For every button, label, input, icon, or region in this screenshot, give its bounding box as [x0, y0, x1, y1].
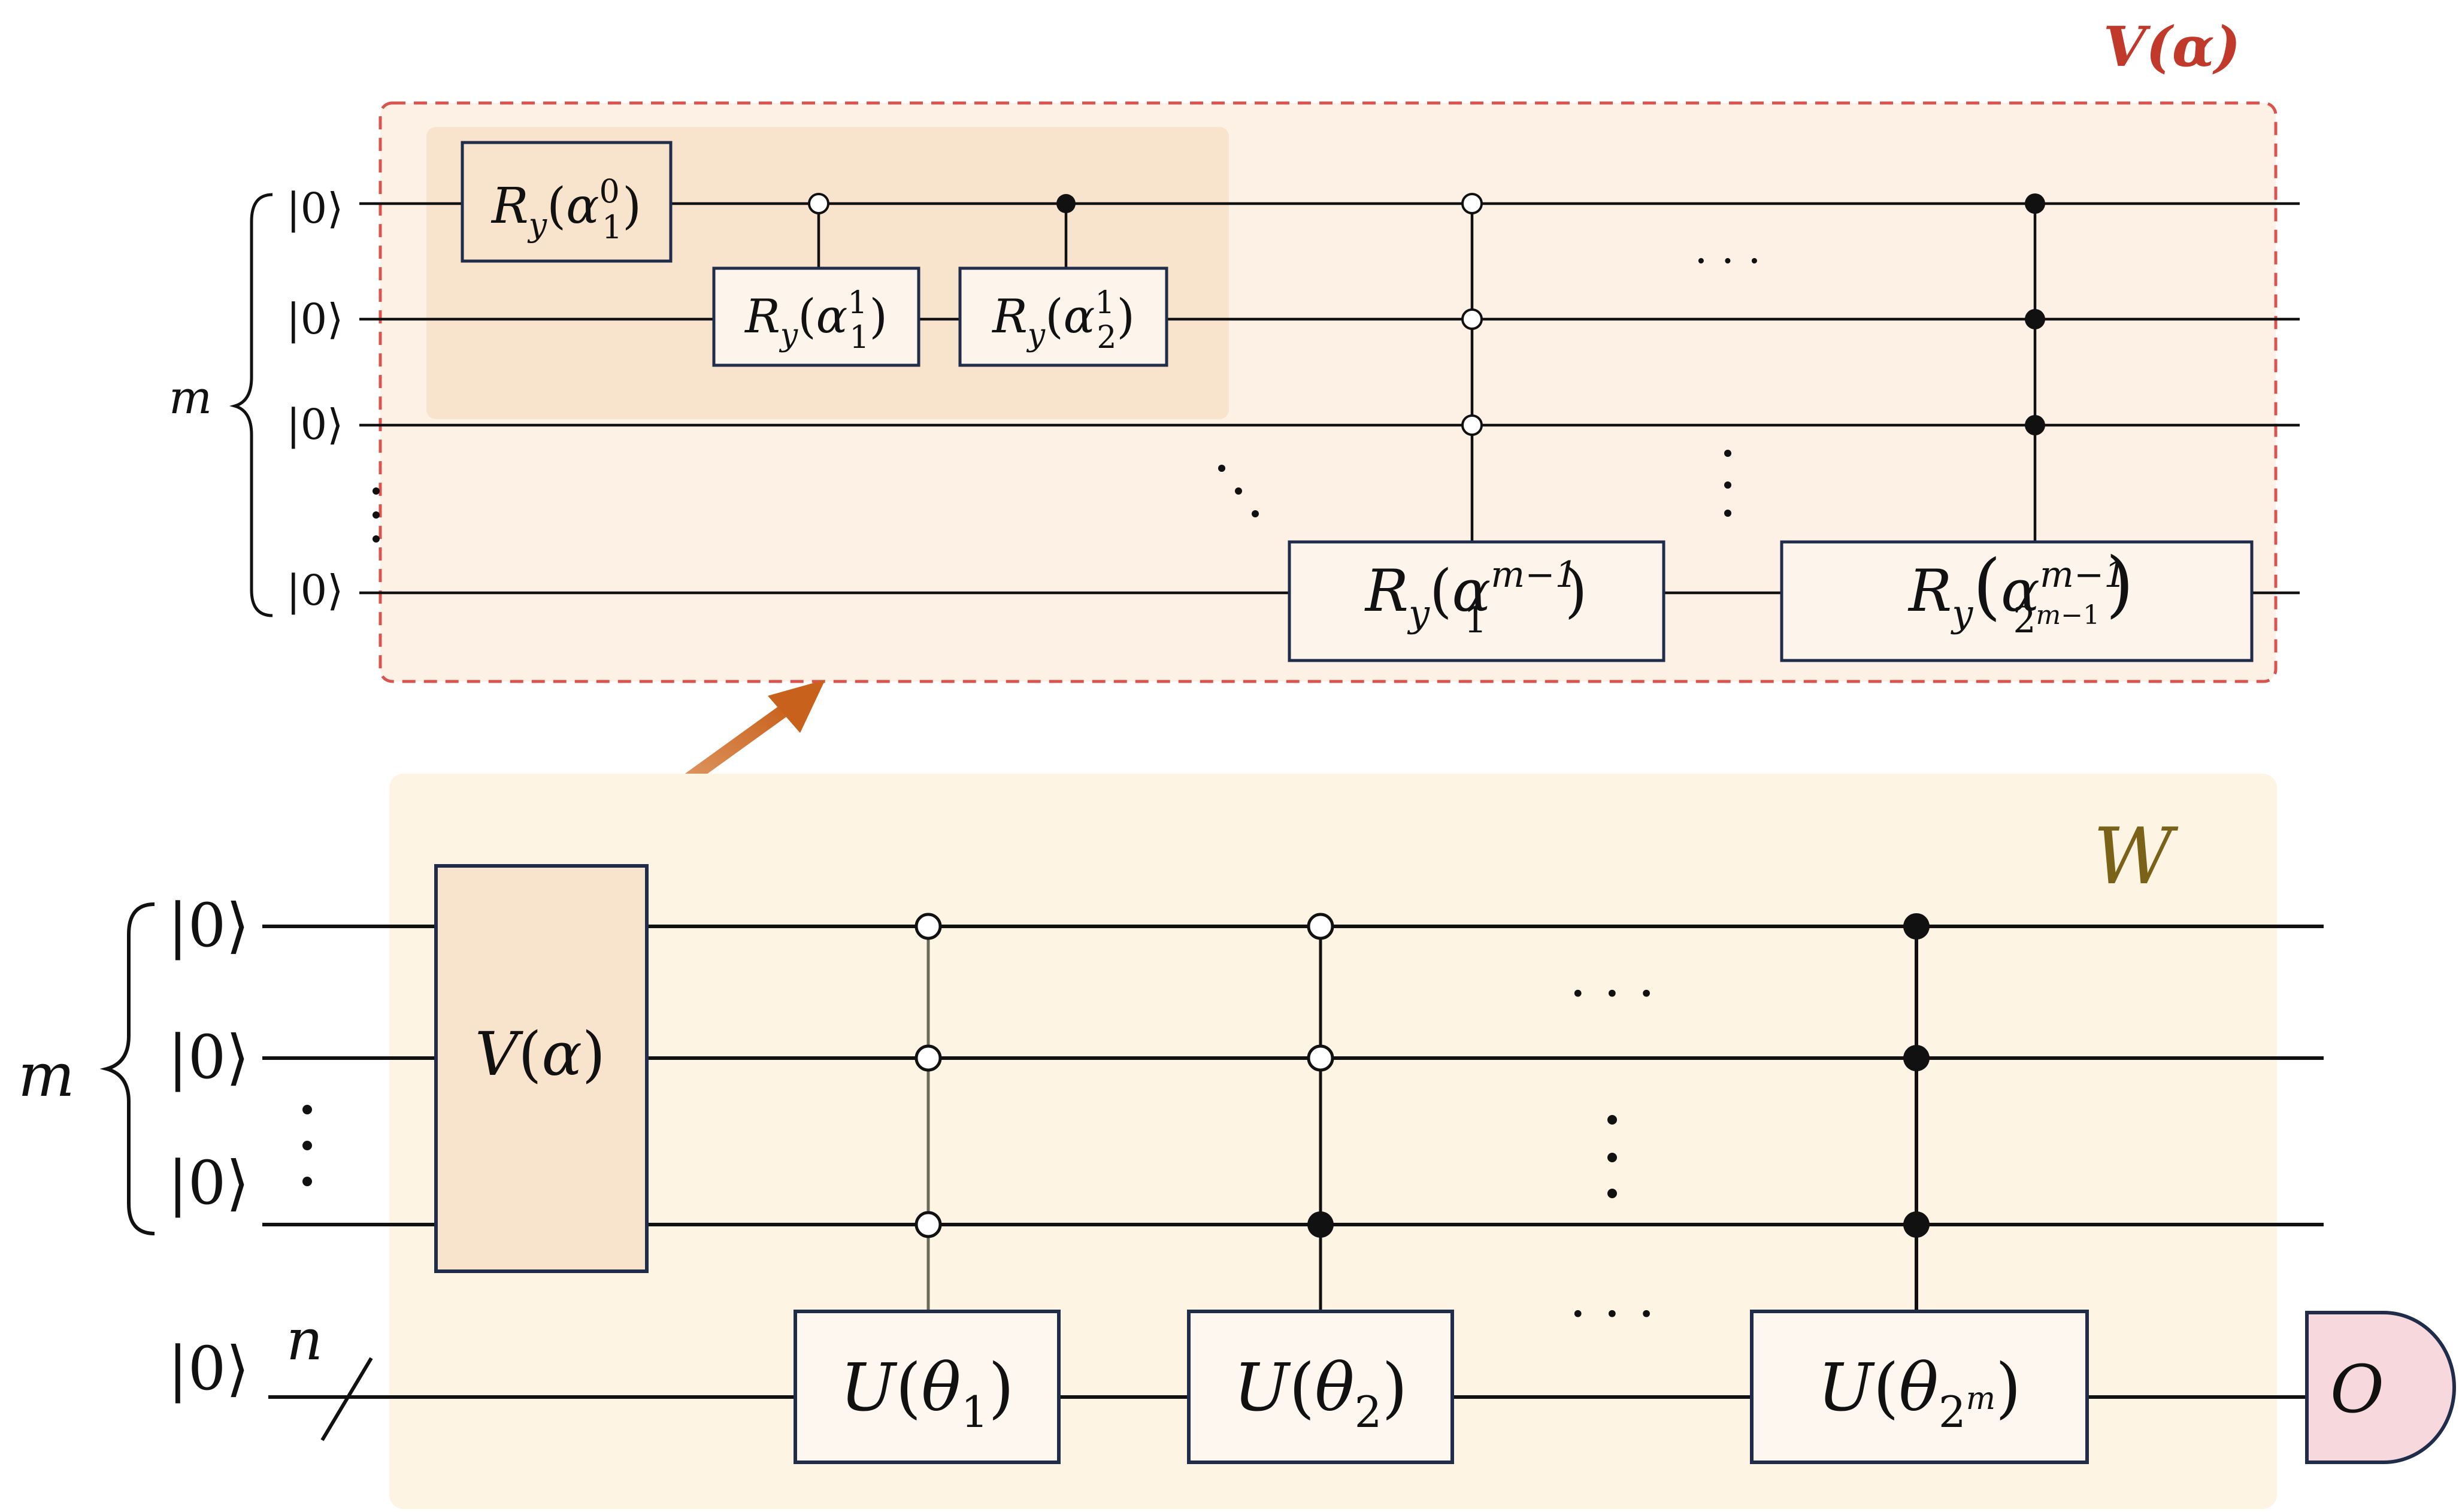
- top-register-label: m: [169, 371, 212, 424]
- gate-u-theta2m: [1750, 1310, 2089, 1464]
- gate-u-theta2: [1187, 1310, 1454, 1464]
- bottom-ket-2: |0⟩: [168, 1022, 249, 1092]
- bottom-ellipsis-h-bottom: · · ·: [1569, 1283, 1655, 1346]
- top-ket-3: |0⟩: [286, 400, 343, 449]
- bottom-panel-title: W: [2093, 811, 2179, 902]
- top-ellipsis-h: · · ·: [1694, 237, 1761, 286]
- gate-u-theta2m-label: U(θ2m): [1818, 1349, 2021, 1437]
- top-ket-2: |0⟩: [286, 295, 343, 344]
- filled-control-g4-q3: [2025, 415, 2045, 435]
- filled-control-g4-q1: [2025, 193, 2045, 214]
- bottom-ellipsis-h-top: · · ·: [1569, 962, 1655, 1025]
- bottom-panel: W m |0⟩ |0⟩ |0⟩ |0⟩ n V(α) U(θ1: [18, 774, 2456, 1509]
- gate-ry-a21: [958, 266, 1168, 367]
- open-control-u1-q3: [914, 1211, 942, 1238]
- top-ket-4: |0⟩: [286, 566, 343, 615]
- measurement-O-label: O: [2330, 1351, 2384, 1428]
- top-register-brace: [229, 193, 273, 617]
- measurement-O: [2305, 1311, 2456, 1464]
- gate-ry-a10: [461, 141, 673, 263]
- filled-control-u3-q3: [1903, 1211, 1930, 1238]
- filled-control-u3-q1: [1903, 913, 1930, 940]
- filled-control-u2-q3: [1307, 1211, 1334, 1238]
- open-control-g3-q3: [1461, 414, 1483, 436]
- bottom-ket-1: |0⟩: [168, 890, 249, 960]
- filled-control-g4-q2: [2025, 309, 2045, 329]
- gate-ry-a11: [712, 266, 920, 367]
- bottom-ellipsis-v: [1607, 1115, 1617, 1198]
- gate-ry-a2m: [1780, 540, 2254, 662]
- data-register-label: n: [286, 1307, 323, 1373]
- gate-ry-a1m: [1288, 540, 1665, 662]
- bottom-ket-3: |0⟩: [168, 1148, 249, 1218]
- top-diagonal-dots: [1218, 465, 1259, 517]
- bottom-ket-data: |0⟩: [168, 1334, 249, 1404]
- top-panel-title: V(α): [2103, 14, 2240, 79]
- open-control-g3-q2: [1461, 308, 1483, 330]
- v-alpha-block[interactable]: [434, 864, 649, 1273]
- data-register-slash: [320, 1357, 373, 1441]
- gate-u-theta1: [794, 1310, 1061, 1464]
- bottom-ket-vdots: [302, 1105, 312, 1186]
- v-alpha-block-label: V(α): [475, 1019, 605, 1089]
- top-ellipsis-v: [1724, 450, 1731, 517]
- gate-u-theta1-label: U(θ1): [840, 1349, 1015, 1437]
- open-control-u2-q1: [1307, 913, 1334, 940]
- open-control-u1-q1: [914, 913, 942, 940]
- gate-u-theta2-label: U(θ2): [1234, 1349, 1408, 1437]
- filled-control-u3-q2: [1903, 1045, 1930, 1071]
- filled-control-g2: [1056, 194, 1076, 213]
- open-control-g3-q1: [1461, 193, 1483, 214]
- open-control-u1-q2: [914, 1044, 942, 1072]
- top-ket-vdots: [373, 487, 380, 543]
- top-ket-1: |0⟩: [286, 184, 343, 233]
- bottom-register-label: m: [18, 1040, 75, 1110]
- bottom-register-brace: [99, 902, 155, 1235]
- open-control-u2-q2: [1307, 1044, 1334, 1072]
- open-control-g1: [808, 193, 829, 214]
